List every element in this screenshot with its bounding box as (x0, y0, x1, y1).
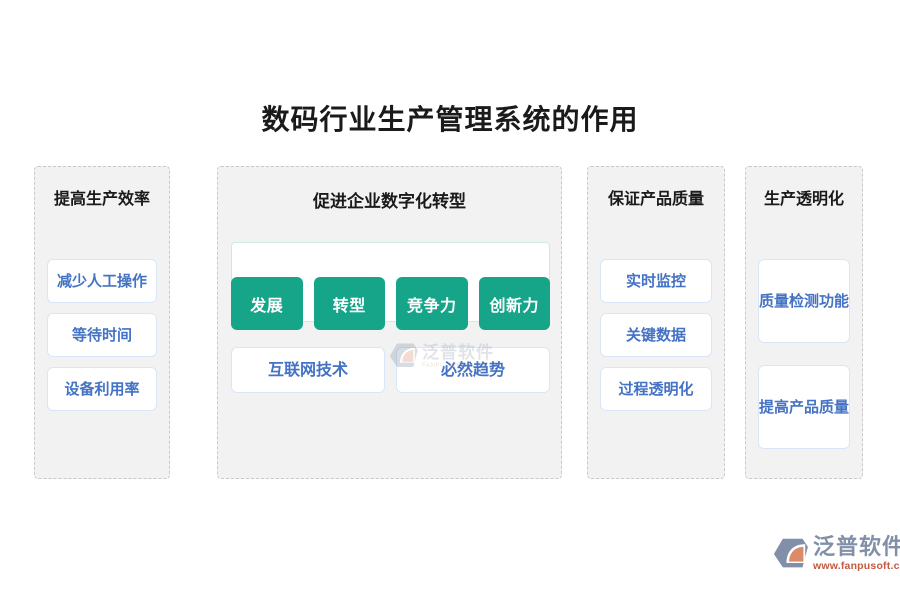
card-item[interactable]: 减少人工操作 (47, 259, 157, 303)
chip-item[interactable]: 竞争力 (396, 277, 468, 330)
card-stack: 质量检测功能 提高产品质量 (758, 259, 850, 449)
card-item[interactable]: 实时监控 (600, 259, 712, 303)
card-item[interactable]: 等待时间 (47, 313, 157, 357)
brand-logo-text: 泛普软件 www.fanpusoft.com (813, 536, 900, 572)
card-item[interactable]: 质量检测功能 (758, 259, 850, 343)
card-item[interactable]: 过程透明化 (600, 367, 712, 411)
card-stack: 实时监控 关键数据 过程透明化 (600, 259, 712, 411)
wide-card-row: 互联网技术 必然趋势 (231, 347, 550, 393)
brand-logo: 泛普软件 www.fanpusoft.com (772, 536, 900, 572)
chip-item[interactable]: 转型 (313, 277, 385, 330)
panel-heading: 生产透明化 (763, 191, 844, 208)
card-item[interactable]: 提高产品质量 (758, 365, 850, 449)
card-item[interactable]: 互联网技术 (231, 347, 385, 393)
card-item[interactable]: 必然趋势 (396, 347, 550, 393)
panel-production-transparency: 生产透明化 质量检测功能 提高产品质量 (745, 166, 863, 479)
card-item[interactable]: 关键数据 (600, 313, 712, 357)
chip-item[interactable]: 发展 (231, 277, 303, 330)
page-title: 数码行业生产管理系统的作用 (261, 104, 639, 135)
brand-url: www.fanpusoft.com (813, 560, 900, 572)
panel-heading: 保证产品质量 (607, 191, 704, 208)
panel-improve-efficiency: 提高生产效率 减少人工操作 等待时间 设备利用率 (34, 166, 170, 479)
panel-heading: 提高生产效率 (53, 191, 150, 208)
panel-product-quality: 保证产品质量 实时监控 关键数据 过程透明化 (587, 166, 725, 479)
panel-digital-transformation: 促进企业数字化转型 发展 转型 竞争力 创新力 互联网技术 必然趋势 (217, 166, 562, 479)
chip-item[interactable]: 创新力 (478, 277, 550, 330)
panel-heading: 促进企业数字化转型 (313, 192, 466, 211)
card-stack: 减少人工操作 等待时间 设备利用率 (47, 259, 157, 411)
card-item[interactable]: 设备利用率 (47, 367, 157, 411)
chip-row: 发展 转型 竞争力 创新力 (231, 277, 550, 330)
brand-name: 泛普软件 (813, 534, 900, 559)
fanpu-logo-icon (773, 538, 808, 568)
